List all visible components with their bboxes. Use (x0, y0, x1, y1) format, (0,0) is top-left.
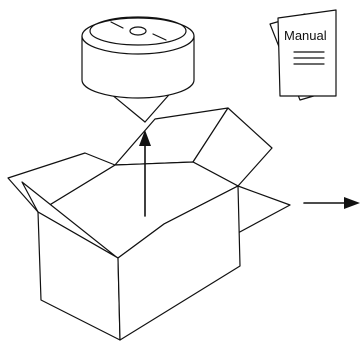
round-device-icon (81, 16, 195, 99)
manual-label: Manual (284, 28, 327, 43)
manual-document-icon: Manual (269, 9, 337, 101)
open-box-icon (7, 107, 291, 341)
arrow-right-icon (303, 197, 360, 209)
arrow-up-icon (139, 130, 151, 217)
